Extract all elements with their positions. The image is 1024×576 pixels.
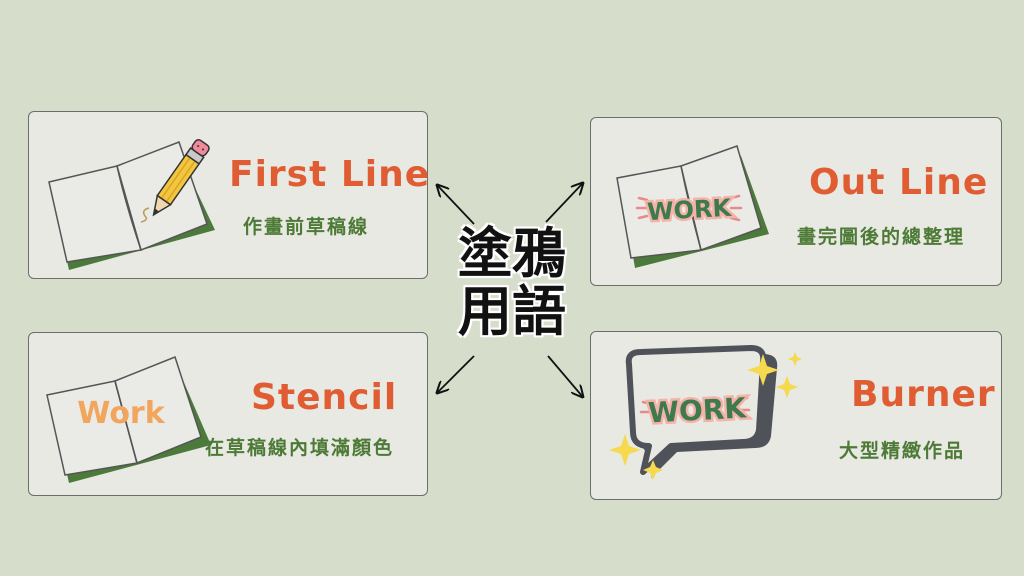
sparkle-icon [788,352,802,366]
book-work-stencil-icon: Work [46,356,211,483]
speech-bubble-icon: WORK [609,345,802,480]
card-subtitle: 畫完圖後的總整理 [797,226,966,248]
card-stencil: Work Stencil 在草稿線內填滿顏色 [28,332,428,496]
card-subtitle: 在草稿線內填滿顏色 [205,437,395,459]
card-title: First Line [229,154,431,195]
card-subtitle: 大型精緻作品 [839,440,966,462]
sparkle-icon [747,354,779,386]
arrow-top-right [545,184,582,223]
card-first-line: First Line 作畫前草稿線 [28,111,431,279]
card-title: Burner [851,374,996,415]
center-title-line2: 用語 [458,280,566,343]
book-pencil-icon [48,139,215,270]
arrow-top-left [438,186,475,225]
work-label: WORK [647,391,748,429]
card-title: Stencil [251,377,398,418]
center-title: 塗鴉 用語 [452,225,572,341]
arrow-bottom-left [438,355,475,392]
card-subtitle: 作畫前草稿線 [243,216,370,238]
sparkle-icon [776,376,798,398]
card-title: Out Line [809,162,989,203]
work-label: Work [77,396,165,431]
center-title-line1: 塗鴉 [458,222,566,285]
card-burner: WORK Burner 大型精緻作品 [590,331,1002,500]
arrow-bottom-right [547,355,582,396]
sparkle-icon [609,434,641,466]
card-out-line: WORK Out Line 畫完圖後的總整理 [590,117,1002,286]
sparkle-icon [643,460,663,480]
book-work-icon: WORK [616,145,769,268]
